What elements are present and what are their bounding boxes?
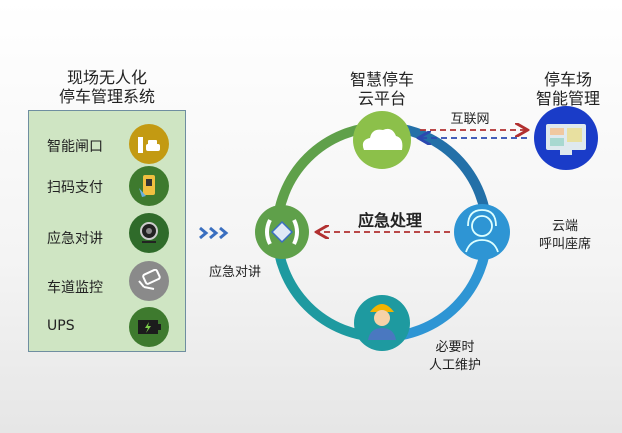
- gate-car-icon: [129, 124, 169, 164]
- item-label-intercom: 应急对讲: [47, 231, 103, 247]
- maintenance-label: 必要时 人工维护: [415, 339, 495, 375]
- camera-icon: [129, 261, 169, 301]
- item-label-pay: 扫码支付: [47, 180, 103, 196]
- item-label-gate: 智能闸口: [47, 139, 103, 155]
- label-line: 呼叫座席: [538, 237, 591, 252]
- title-line: 停车管理系统: [58, 87, 155, 106]
- item-label-ups: UPS: [47, 318, 75, 334]
- label-line: 人工维护: [428, 358, 481, 373]
- label-line: 智慧停车: [349, 70, 414, 89]
- intercom-label: 应急对讲: [208, 265, 261, 280]
- cloud-platform-label: 智慧停车 云平台: [322, 70, 442, 108]
- battery-icon: [129, 307, 169, 347]
- worker-icon: [354, 295, 410, 351]
- phone-transfer-icon: [255, 205, 309, 259]
- on-site-system-panel: 智能闸口 扫码支付 应急对讲 车道监控 UPS: [28, 110, 186, 352]
- cloud-icon: [353, 111, 411, 169]
- monitor-icon: [534, 106, 598, 170]
- internet-label: 互联网: [450, 112, 490, 127]
- left-panel-title: 现场无人化 停车管理系统: [28, 68, 186, 106]
- item-label-monitor: 车道监控: [47, 280, 103, 296]
- smart-management-label: 停车场 智能管理: [508, 70, 622, 108]
- headset-agent-icon: [454, 204, 510, 260]
- emergency-handling-label: 应急处理: [357, 211, 422, 230]
- chevron-arrows-icon: [199, 226, 229, 240]
- label-line: 云端: [551, 219, 578, 234]
- label-line: 必要时: [435, 340, 475, 355]
- label-line: 云平台: [357, 89, 406, 108]
- label-line: 停车场: [543, 70, 592, 89]
- call-center-label: 云端 呼叫座席: [525, 218, 605, 254]
- webcam-icon: [129, 213, 169, 253]
- title-line: 现场无人化: [66, 68, 147, 87]
- label-line: 智能管理: [535, 89, 600, 108]
- phone-qr-icon: [129, 166, 169, 206]
